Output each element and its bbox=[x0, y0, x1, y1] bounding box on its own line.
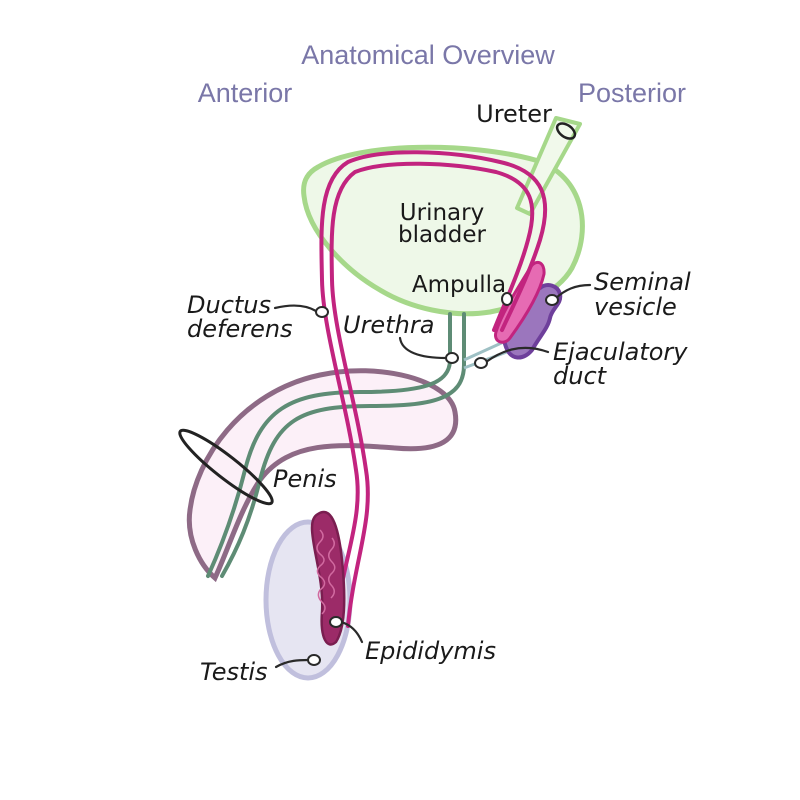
testis-marker bbox=[307, 654, 321, 666]
ductus-deferens bbox=[319, 150, 548, 628]
posterior-label: Posterior bbox=[578, 78, 686, 108]
epididymis bbox=[310, 510, 346, 646]
testis-leader bbox=[274, 658, 310, 669]
ejaculatory-marker bbox=[474, 357, 488, 369]
penis-section-ring bbox=[178, 428, 274, 506]
ampulla-label: Ampulla bbox=[412, 272, 506, 298]
ejaculatory-label-1: Ejaculatory bbox=[553, 338, 688, 366]
seminal-label-1: Seminal bbox=[594, 268, 691, 296]
ureter-ring bbox=[555, 122, 577, 140]
diagram-title: Anatomical Overview bbox=[301, 40, 555, 70]
epididymis-marker bbox=[329, 616, 343, 628]
bladder-label-2: bladder bbox=[398, 222, 486, 248]
bladder-label-1: Urinary bbox=[400, 200, 484, 226]
anterior-label: Anterior bbox=[198, 78, 293, 108]
seminal-marker bbox=[545, 294, 559, 306]
penis-label: Penis bbox=[273, 465, 337, 493]
ductus-label-1: Ductus bbox=[187, 291, 271, 319]
urethra-leader bbox=[398, 336, 448, 360]
seminal-label-2: vesicle bbox=[594, 293, 677, 321]
epididymis-label: Epididymis bbox=[365, 637, 496, 665]
testis-label: Testis bbox=[200, 658, 268, 686]
ejaculatory-label-2: duct bbox=[553, 362, 608, 390]
urethra-marker bbox=[445, 352, 459, 364]
ductus-leader bbox=[273, 304, 318, 313]
ejaculatory-leader bbox=[484, 346, 550, 364]
ampulla-marker bbox=[501, 292, 513, 306]
ductus-marker bbox=[315, 306, 329, 318]
urethra-label: Urethra bbox=[343, 311, 434, 339]
seminal-leader bbox=[554, 283, 592, 300]
ureter bbox=[515, 116, 582, 216]
urethra bbox=[206, 312, 466, 578]
ductus-label-2: deferens bbox=[187, 315, 293, 343]
penis bbox=[186, 368, 459, 583]
ureter-label: Ureter bbox=[476, 100, 552, 128]
